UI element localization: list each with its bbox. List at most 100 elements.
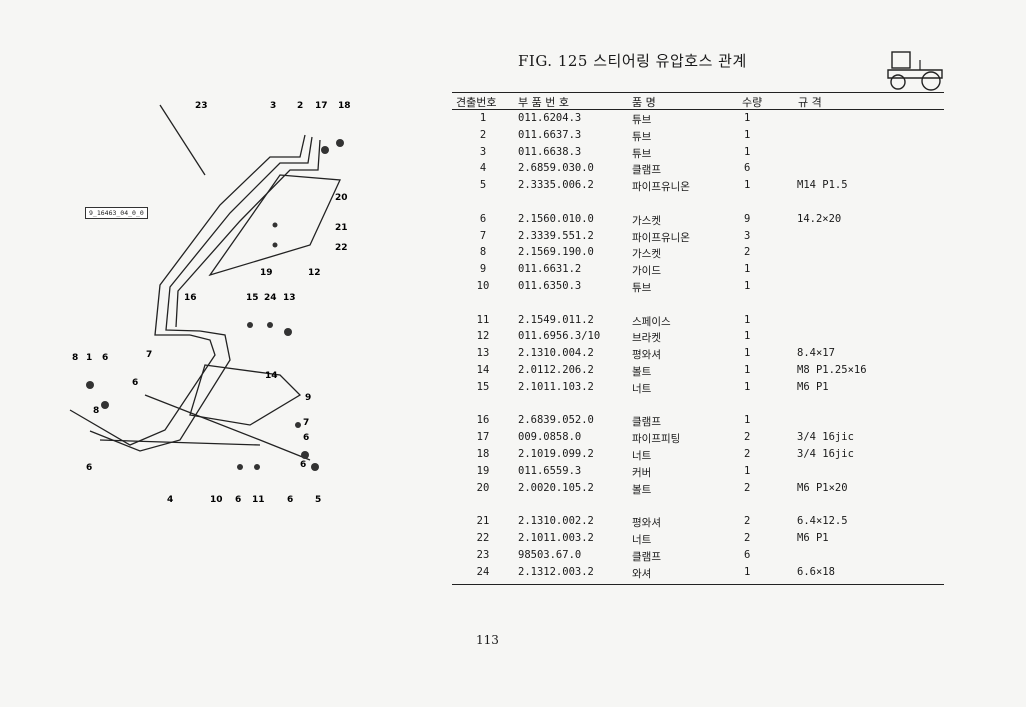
- part-name-cell: 평와셔: [632, 517, 661, 530]
- part-no-cell: 7: [479, 229, 487, 242]
- part-no-cell: 18: [476, 447, 490, 460]
- svg-text:14: 14: [265, 371, 278, 381]
- col-header-part: 부 품 번 호: [518, 96, 569, 109]
- part-number-cell: 2.1312.003.2: [518, 565, 594, 578]
- part-number-cell: 009.0858.0: [518, 431, 582, 444]
- svg-text:22: 22: [335, 243, 348, 253]
- svg-text:6: 6: [303, 433, 309, 443]
- qty-cell: 9: [744, 212, 751, 225]
- svg-text:6: 6: [132, 378, 138, 388]
- qty-cell: 1: [744, 565, 751, 578]
- part-name-cell: 볼트: [632, 365, 652, 378]
- part-number-cell: 2.1011.003.2: [518, 531, 594, 544]
- part-no-cell: 16: [476, 414, 490, 427]
- col-header-name: 품 명: [632, 96, 656, 109]
- part-no-cell: 14: [476, 363, 490, 376]
- part-name-cell: 튜브: [632, 130, 652, 143]
- svg-text:10: 10: [210, 495, 223, 505]
- col-header-spec: 규 격: [798, 96, 822, 109]
- svg-text:6: 6: [102, 353, 108, 363]
- qty-cell: 2: [744, 531, 751, 544]
- spec-cell: 6.6×18: [797, 565, 835, 578]
- part-number-cell: 2.1310.004.2: [518, 347, 594, 360]
- part-no-cell: 21: [476, 515, 490, 528]
- svg-text:2: 2: [297, 101, 303, 111]
- tractor-icon: [887, 51, 943, 91]
- spec-cell: 3/4 16jic: [797, 431, 854, 444]
- part-number-cell: 2.1549.011.2: [518, 313, 594, 326]
- page-number: 113: [476, 633, 499, 647]
- spec-cell: 8.4×17: [797, 347, 835, 360]
- svg-text:13: 13: [283, 293, 296, 303]
- part-name-cell: 평와셔: [632, 349, 661, 362]
- part-name-cell: 가이드: [632, 265, 661, 278]
- col-header-qty: 수량: [742, 96, 763, 109]
- part-name-cell: 튜브: [632, 114, 652, 126]
- svg-text:7: 7: [146, 350, 152, 360]
- svg-text:3: 3: [270, 101, 276, 111]
- part-name-cell: 너트: [632, 533, 652, 546]
- qty-cell: 1: [744, 263, 751, 276]
- part-number-cell: 011.6559.3: [518, 464, 582, 477]
- part-no-cell: 12: [476, 330, 490, 343]
- svg-text:6: 6: [300, 460, 306, 470]
- svg-text:4: 4: [167, 495, 173, 505]
- spec-cell: M6 P1×20: [797, 481, 848, 494]
- spec-cell: 3/4 16jic: [797, 447, 854, 460]
- part-name-cell: 가스켓: [632, 248, 661, 261]
- part-number-cell: 2.6839.052.0: [518, 414, 594, 427]
- part-number-cell: 2.6859.030.0: [518, 162, 594, 175]
- header-top-rule: [452, 92, 944, 93]
- part-no-cell: 17: [476, 431, 490, 444]
- svg-text:24: 24: [264, 293, 277, 303]
- part-number-cell: 2.3335.006.2: [518, 179, 594, 192]
- svg-text:21: 21: [335, 223, 348, 233]
- part-number-cell: 2.1011.103.2: [518, 380, 594, 393]
- svg-text:19: 19: [260, 268, 273, 278]
- svg-text:16: 16: [184, 293, 197, 303]
- spec-cell: M8 P1.25×16: [797, 363, 867, 376]
- spec-cell: M6 P1: [797, 380, 829, 393]
- qty-cell: 6: [744, 548, 751, 561]
- svg-text:23: 23: [195, 101, 208, 111]
- qty-cell: 2: [744, 431, 751, 444]
- part-name-cell: 너트: [632, 382, 652, 395]
- qty-cell: 1: [744, 179, 751, 192]
- svg-text:6: 6: [287, 495, 293, 505]
- part-number-cell: 2.1560.010.0: [518, 212, 594, 225]
- spec-cell: M6 P1: [797, 531, 829, 544]
- part-name-cell: 클램프: [632, 164, 661, 177]
- qty-cell: 2: [744, 515, 751, 528]
- qty-cell: 1: [744, 279, 751, 292]
- part-name-cell: 스페이스: [632, 315, 671, 328]
- part-number-cell: 98503.67.0: [518, 548, 582, 561]
- part-name-cell: 파이프유니온: [632, 181, 690, 194]
- part-number-cell: 011.6637.3: [518, 128, 582, 141]
- part-no-cell: 4: [479, 162, 487, 175]
- svg-text:12: 12: [308, 268, 321, 278]
- part-name-cell: 파이프유니온: [632, 231, 690, 244]
- part-name-cell: 커버: [632, 466, 652, 479]
- part-name-cell: 브라켓: [632, 332, 661, 345]
- svg-text:6: 6: [235, 495, 241, 505]
- part-no-cell: 22: [476, 531, 490, 544]
- part-name-cell: 가스켓: [632, 214, 661, 227]
- figure-title: FIG. 125 스티어링 유압호스 관계: [518, 52, 747, 70]
- qty-cell: 1: [744, 363, 751, 376]
- qty-cell: 1: [744, 112, 751, 124]
- spec-cell: M14 P1.5: [797, 179, 848, 192]
